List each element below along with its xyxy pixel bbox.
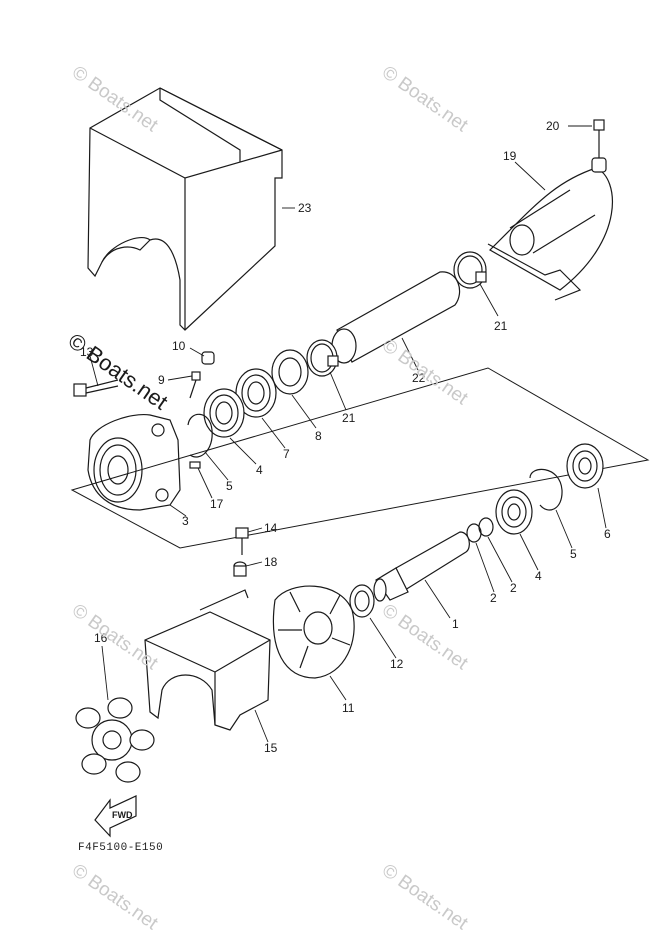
callout-22: 22 — [412, 371, 426, 385]
callout-2-a: 2 — [490, 591, 497, 605]
callout-6: 6 — [604, 527, 611, 541]
drawing-code: F4F5100-E150 — [78, 842, 164, 854]
part-shaft-1 — [373, 531, 470, 602]
part-bearing-4-upper — [203, 388, 245, 438]
part-seal-8 — [271, 349, 309, 395]
part-cap-10 — [201, 351, 215, 365]
part-clamp-21-lower — [306, 339, 339, 377]
part-nozzle-19 — [487, 157, 613, 301]
callout-21-a: 21 — [494, 319, 508, 333]
callout-5-a: 5 — [226, 479, 233, 493]
part-circlip-5-upper — [187, 413, 213, 458]
part-bolt-20 — [593, 119, 605, 158]
callout-23: 23 — [298, 201, 312, 215]
part-circlip-5-lower — [529, 468, 563, 511]
part-cover-15 — [144, 589, 271, 731]
callout-2-b: 2 — [510, 581, 517, 595]
callout-17: 17 — [210, 497, 224, 511]
part-bolt-14 — [235, 527, 249, 555]
part-coupling-11 — [272, 585, 355, 679]
callout-10: 10 — [172, 339, 186, 353]
part-clamp-21-upper — [453, 251, 487, 289]
callout-15: 15 — [264, 741, 278, 755]
callout-18: 18 — [264, 555, 278, 569]
callout-labels: 1 2 2 3 4 4 5 5 6 7 8 9 10 11 12 13 14 1… — [80, 119, 611, 755]
part-collar-18 — [233, 561, 247, 577]
part-damper-16 — [75, 697, 155, 783]
callout-11: 11 — [342, 701, 355, 715]
callout-7: 7 — [283, 447, 290, 461]
callout-13: 13 — [80, 345, 94, 359]
fwd-arrow: FWD — [94, 795, 137, 838]
callout-9: 9 — [158, 373, 165, 387]
part-cover-23 — [87, 87, 283, 331]
callout-4-a: 4 — [256, 463, 263, 477]
callout-16: 16 — [94, 631, 108, 645]
part-bolt-13 — [73, 379, 119, 397]
callout-14: 14 — [264, 521, 278, 535]
part-bearing-6 — [566, 443, 604, 489]
callout-4-b: 4 — [535, 569, 542, 583]
callout-1: 1 — [452, 617, 459, 631]
part-bearing-4-lower — [495, 489, 533, 535]
callout-21-b: 21 — [342, 411, 356, 425]
assembly-boundary — [70, 367, 650, 549]
part-oring-2 — [466, 517, 494, 543]
part-duct-22 — [331, 271, 461, 364]
part-pin-17 — [189, 461, 201, 469]
callout-20: 20 — [546, 119, 560, 133]
callout-19: 19 — [503, 149, 517, 163]
part-housing-3 — [87, 413, 181, 511]
callout-3: 3 — [182, 514, 189, 528]
fwd-label: FWD — [112, 810, 133, 820]
callout-12: 12 — [390, 657, 404, 671]
leader-lines — [89, 125, 607, 743]
callout-5-b: 5 — [570, 547, 577, 561]
callout-8: 8 — [315, 429, 322, 443]
part-spacer-12 — [349, 584, 375, 618]
